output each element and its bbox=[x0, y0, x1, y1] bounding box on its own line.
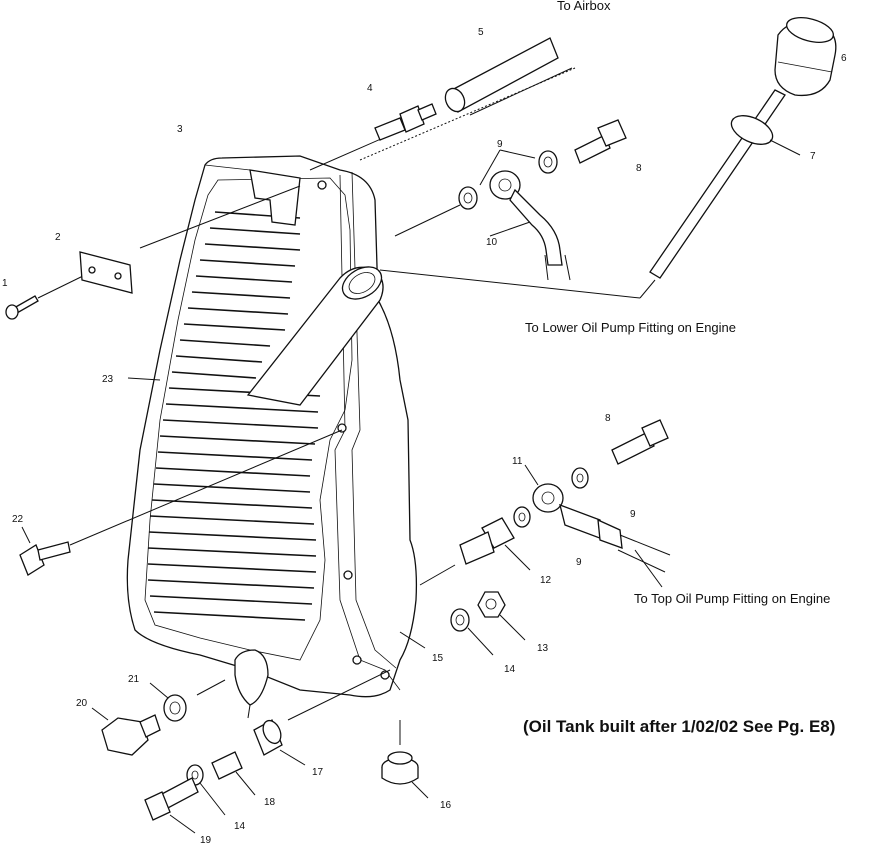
callout-16: 16 bbox=[440, 800, 452, 811]
part-17-grommet bbox=[253, 719, 306, 766]
callout-9-lower: 9 bbox=[576, 557, 582, 568]
callout-2: 2 bbox=[55, 232, 61, 243]
callout-21: 21 bbox=[128, 674, 140, 685]
callout-8-upper: 8 bbox=[636, 163, 642, 174]
part-1-screw bbox=[5, 274, 86, 320]
note-oil-tank-built-after: (Oil Tank built after 1/02/02 See Pg. E8… bbox=[523, 717, 835, 736]
filler-neck bbox=[246, 266, 384, 406]
callout-10: 10 bbox=[486, 237, 498, 248]
part-8-bolt-lower bbox=[611, 419, 669, 465]
part-8-bolt-upper bbox=[574, 119, 627, 164]
part-5-hose bbox=[444, 37, 573, 116]
part-20-drain-bolt bbox=[91, 707, 161, 756]
callout-9-upper: 9 bbox=[497, 139, 503, 150]
callout-20: 20 bbox=[76, 698, 88, 709]
callout-14-left: 14 bbox=[234, 821, 246, 832]
note-to-top-oil-pump: To Top Oil Pump Fitting on Engine bbox=[634, 591, 830, 606]
callout-23: 23 bbox=[102, 374, 114, 385]
callout-12: 12 bbox=[540, 575, 552, 586]
part-13-nut bbox=[477, 591, 526, 641]
callout-11: 11 bbox=[512, 456, 523, 467]
callout-15: 15 bbox=[432, 653, 444, 664]
part-16-grommet bbox=[381, 751, 429, 799]
callout-numbers: 1 2 3 4 5 6 7 8 9 10 8 11 9 9 12 13 14 1… bbox=[2, 27, 847, 843]
part-9-washers-lower bbox=[513, 467, 589, 528]
part-11-banjo-fitting bbox=[524, 464, 671, 573]
tank-ribs bbox=[147, 211, 321, 621]
part-22-bolt bbox=[19, 526, 71, 576]
callout-14-right: 14 bbox=[504, 664, 516, 675]
callout-17: 17 bbox=[312, 767, 324, 778]
callout-7: 7 bbox=[810, 151, 816, 162]
part-7-o-ring bbox=[730, 115, 801, 156]
part-14-washer-right bbox=[450, 608, 494, 656]
bracket-3 bbox=[204, 164, 301, 226]
part-2-plate bbox=[79, 251, 133, 294]
part-18-spacer bbox=[211, 751, 256, 796]
callout-9-right: 9 bbox=[630, 509, 636, 520]
note-to-airbox: To Airbox bbox=[557, 0, 611, 13]
part-19-bolt bbox=[144, 777, 199, 834]
part-9-washers-upper bbox=[458, 149, 558, 210]
part-4-fitting bbox=[374, 103, 437, 141]
callout-3: 3 bbox=[177, 124, 183, 135]
oil-tank-body bbox=[126, 155, 418, 706]
callout-8-lower: 8 bbox=[605, 413, 611, 424]
callout-22: 22 bbox=[12, 514, 24, 525]
callout-4: 4 bbox=[367, 83, 373, 94]
callout-13: 13 bbox=[537, 643, 549, 654]
note-to-lower-oil-pump: To Lower Oil Pump Fitting on Engine bbox=[525, 320, 736, 335]
leader-lines bbox=[69, 67, 663, 745]
callout-1: 1 bbox=[2, 278, 8, 289]
callout-18: 18 bbox=[264, 797, 276, 808]
callout-19: 19 bbox=[200, 835, 212, 843]
part-10-banjo-hose bbox=[489, 170, 571, 281]
callout-6: 6 bbox=[841, 53, 847, 64]
part-21-washer bbox=[149, 682, 187, 722]
part-12-banjo-bolt bbox=[459, 517, 531, 571]
part-6-dipstick-cap bbox=[649, 17, 837, 279]
callout-5: 5 bbox=[478, 27, 484, 38]
